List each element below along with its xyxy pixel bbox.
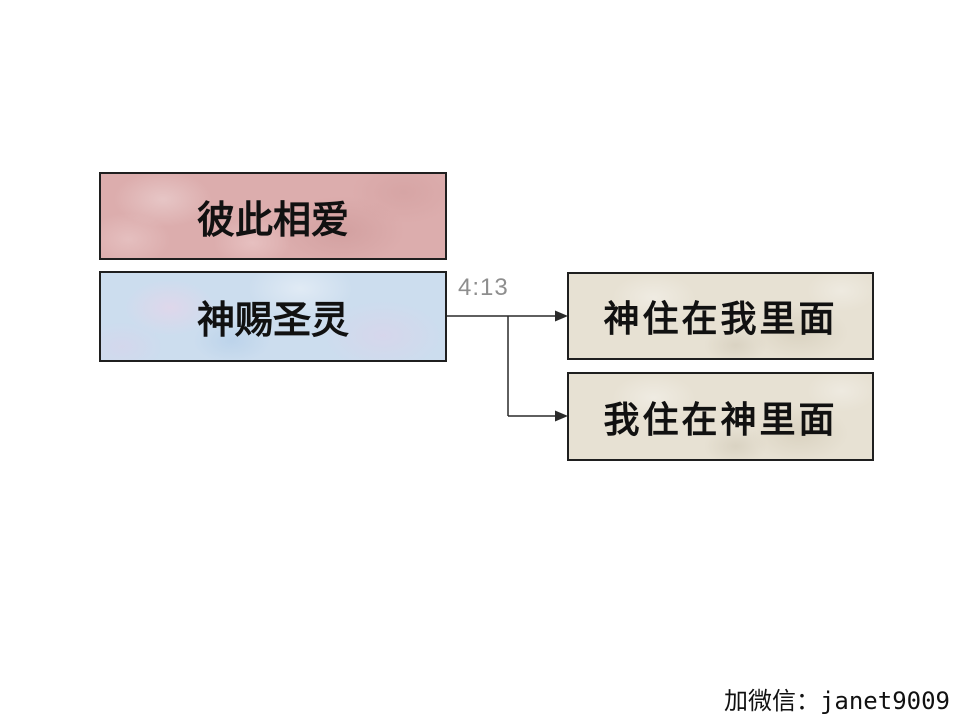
verse-reference-label: 4:13 xyxy=(458,274,509,301)
box-i-live-in-god-label: 我住在神里面 xyxy=(603,398,838,440)
box-god-lives-in-me: 神住在我里面 xyxy=(567,272,874,360)
box-god-gives-spirit-label: 神赐圣灵 xyxy=(196,300,349,342)
box-love-one-another: 彼此相爱 xyxy=(99,172,447,260)
box-god-gives-spirit: 神赐圣灵 xyxy=(99,271,447,362)
box-i-live-in-god: 我住在神里面 xyxy=(567,372,874,461)
box-love-one-another-label: 彼此相爱 xyxy=(196,199,349,242)
box-god-lives-in-me-label: 神住在我里面 xyxy=(603,298,838,339)
wechat-watermark: 加微信：janet9009 xyxy=(723,687,950,715)
